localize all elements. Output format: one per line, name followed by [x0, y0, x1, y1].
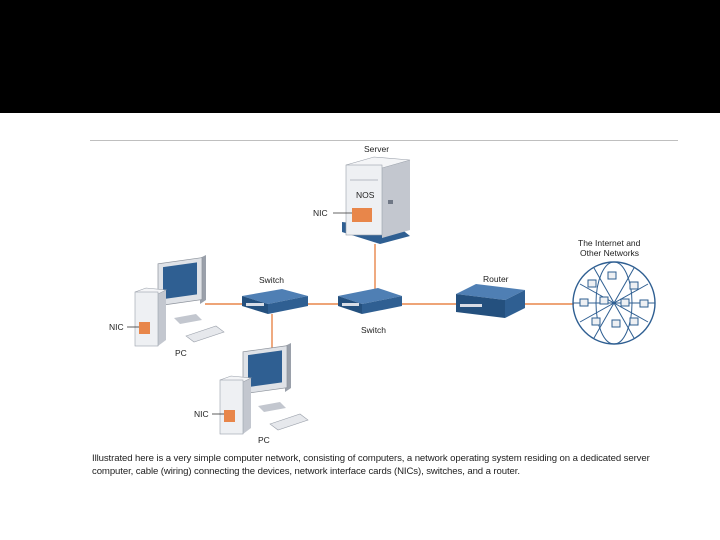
globe-node [629, 281, 639, 290]
nic-card-pc2 [224, 410, 235, 422]
switch-left [242, 289, 308, 314]
router-ports [460, 304, 482, 307]
router-top [456, 284, 525, 300]
pc2-label: PC [258, 435, 270, 445]
globe-node [591, 317, 601, 326]
pc1-keyboard [185, 325, 225, 343]
server-indicator [388, 200, 393, 204]
divider-rule [90, 140, 678, 141]
internet-label-line1: The Internet and [578, 238, 641, 248]
nos-label: NOS [356, 190, 375, 200]
server [333, 156, 411, 244]
figure-caption: Illustrated here is a very simple comput… [92, 453, 650, 477]
switch-right [338, 288, 402, 314]
nic-card-pc1 [139, 322, 150, 334]
nic-label-pc2: NIC [194, 409, 209, 419]
pc-1 [127, 255, 225, 347]
globe-node [629, 317, 639, 326]
switch-left-side [268, 296, 308, 314]
switch-left-ports [246, 303, 264, 306]
server-side [382, 160, 410, 238]
pc2-monitor-stand [258, 402, 286, 412]
globe-node [611, 319, 621, 328]
pc2-keyboard [269, 413, 309, 431]
pc1-label: PC [175, 348, 187, 358]
switch-right-label: Switch [361, 325, 386, 335]
switch-right-top [338, 288, 402, 304]
globe-node [607, 271, 617, 280]
globe-link-d [593, 267, 635, 339]
router [456, 284, 525, 318]
pc1-monitor-screen [163, 262, 197, 300]
switch-right-side [362, 296, 402, 314]
pc1-tower-side [158, 290, 166, 346]
globe-nodes [579, 271, 649, 328]
globe-node [599, 296, 609, 305]
router-side [505, 290, 525, 318]
nic-label-server: NIC [313, 208, 328, 218]
globe-node [579, 298, 589, 307]
router-label: Router [483, 274, 509, 284]
switch-right-ports [342, 303, 359, 306]
switch-left-top [242, 289, 308, 304]
globe-node [587, 279, 597, 288]
server-label: Server [364, 144, 389, 154]
nic-label-pc1: NIC [109, 322, 124, 332]
pc1-tower-front [134, 291, 159, 347]
pc2-tower-side [243, 378, 251, 434]
pc-2 [212, 343, 309, 435]
internet-label-line2: Other Networks [580, 248, 639, 258]
switch-left-label: Switch [259, 275, 284, 285]
globe-node [639, 299, 649, 308]
pc1-monitor-stand [174, 314, 202, 324]
pc2-tower-front [219, 379, 244, 435]
nic-card-server [352, 208, 372, 222]
server-front [345, 164, 383, 236]
pc2-monitor-screen [248, 350, 282, 388]
cables [205, 244, 574, 352]
globe-node [620, 298, 630, 307]
slide-title-bar [0, 0, 720, 113]
